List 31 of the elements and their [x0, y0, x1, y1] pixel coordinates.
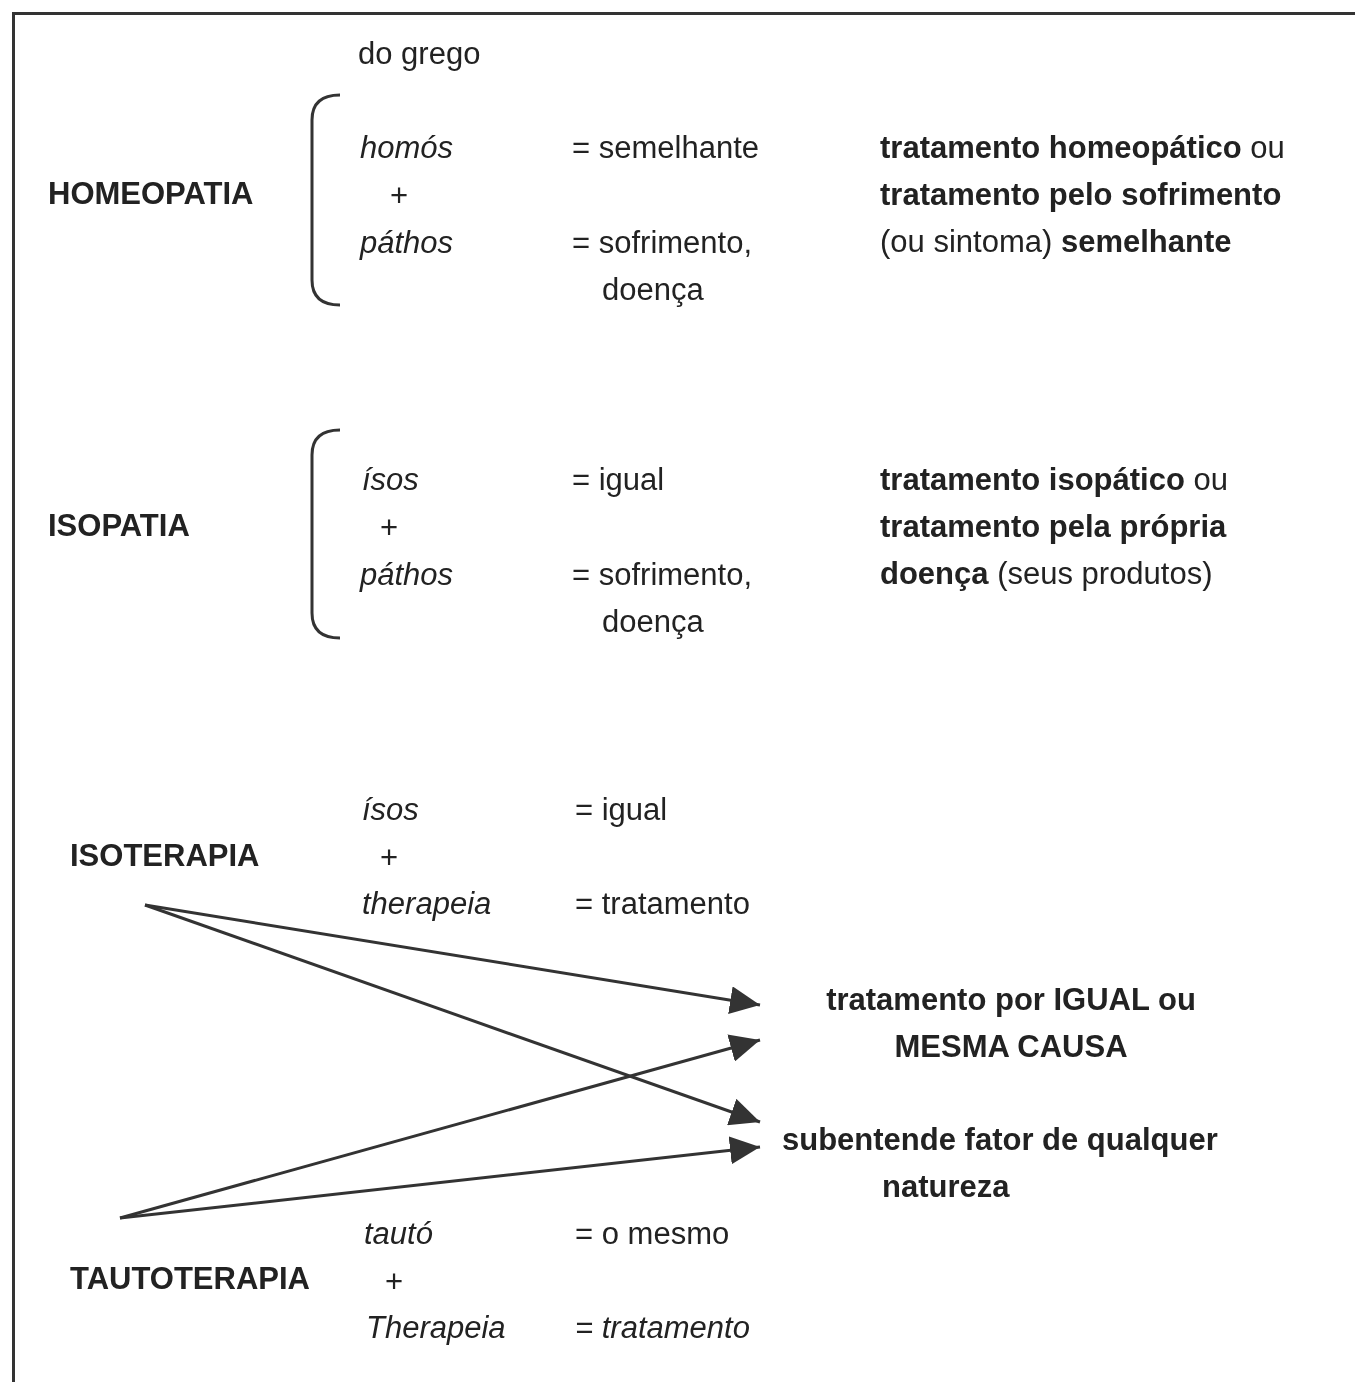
meaning-text: = o mesmo: [575, 1215, 730, 1253]
result-text: tratamento por IGUAL ou MESMA CAUSA: [760, 976, 1240, 1072]
meaning-text: = sofrimento, doença: [572, 556, 754, 641]
word-label: ísos: [362, 791, 419, 829]
term-label: HOMEOPATIA: [48, 175, 254, 213]
word-label: homós: [360, 129, 454, 167]
arrow: [119, 1136, 761, 1220]
meaning-text: = sofrimento, doença: [572, 224, 754, 309]
arrow: [144, 903, 761, 1126]
term-label: ISOPATIA: [48, 507, 190, 545]
definition-text: tratamento homeopático ou tratamento pelo sofrimento (ou sintoma) semelhante: [880, 129, 1286, 261]
meaning-text: = semelhante: [572, 129, 759, 167]
meaning-text: = igual: [575, 791, 668, 829]
plus-sign: +: [385, 1263, 404, 1301]
heading-text: do grego: [358, 35, 481, 73]
plus-sign: +: [390, 177, 409, 215]
word-label: Therapeia: [366, 1309, 506, 1347]
result-text: subentende fator de qualquer natureza: [760, 1116, 1220, 1212]
word-label: páthos: [360, 224, 454, 262]
word-label: tautó: [364, 1215, 433, 1253]
plus-sign: +: [380, 839, 399, 877]
word-label: therapeia: [362, 885, 492, 923]
word-label: páthos: [360, 556, 454, 594]
meaning-text: = tratamento: [575, 885, 750, 923]
meaning-text: = igual: [572, 461, 665, 499]
plus-sign: +: [380, 509, 399, 547]
meaning-text: = tratamento: [575, 1309, 750, 1347]
word-label: ísos: [362, 461, 419, 499]
definition-text: tratamento isopático ou tratamento pela própria doença (seus produtos): [880, 461, 1229, 593]
term-label: TAUTOTERAPIA: [48, 1218, 348, 1302]
term-label: ISOTERAPIA: [48, 832, 288, 905]
